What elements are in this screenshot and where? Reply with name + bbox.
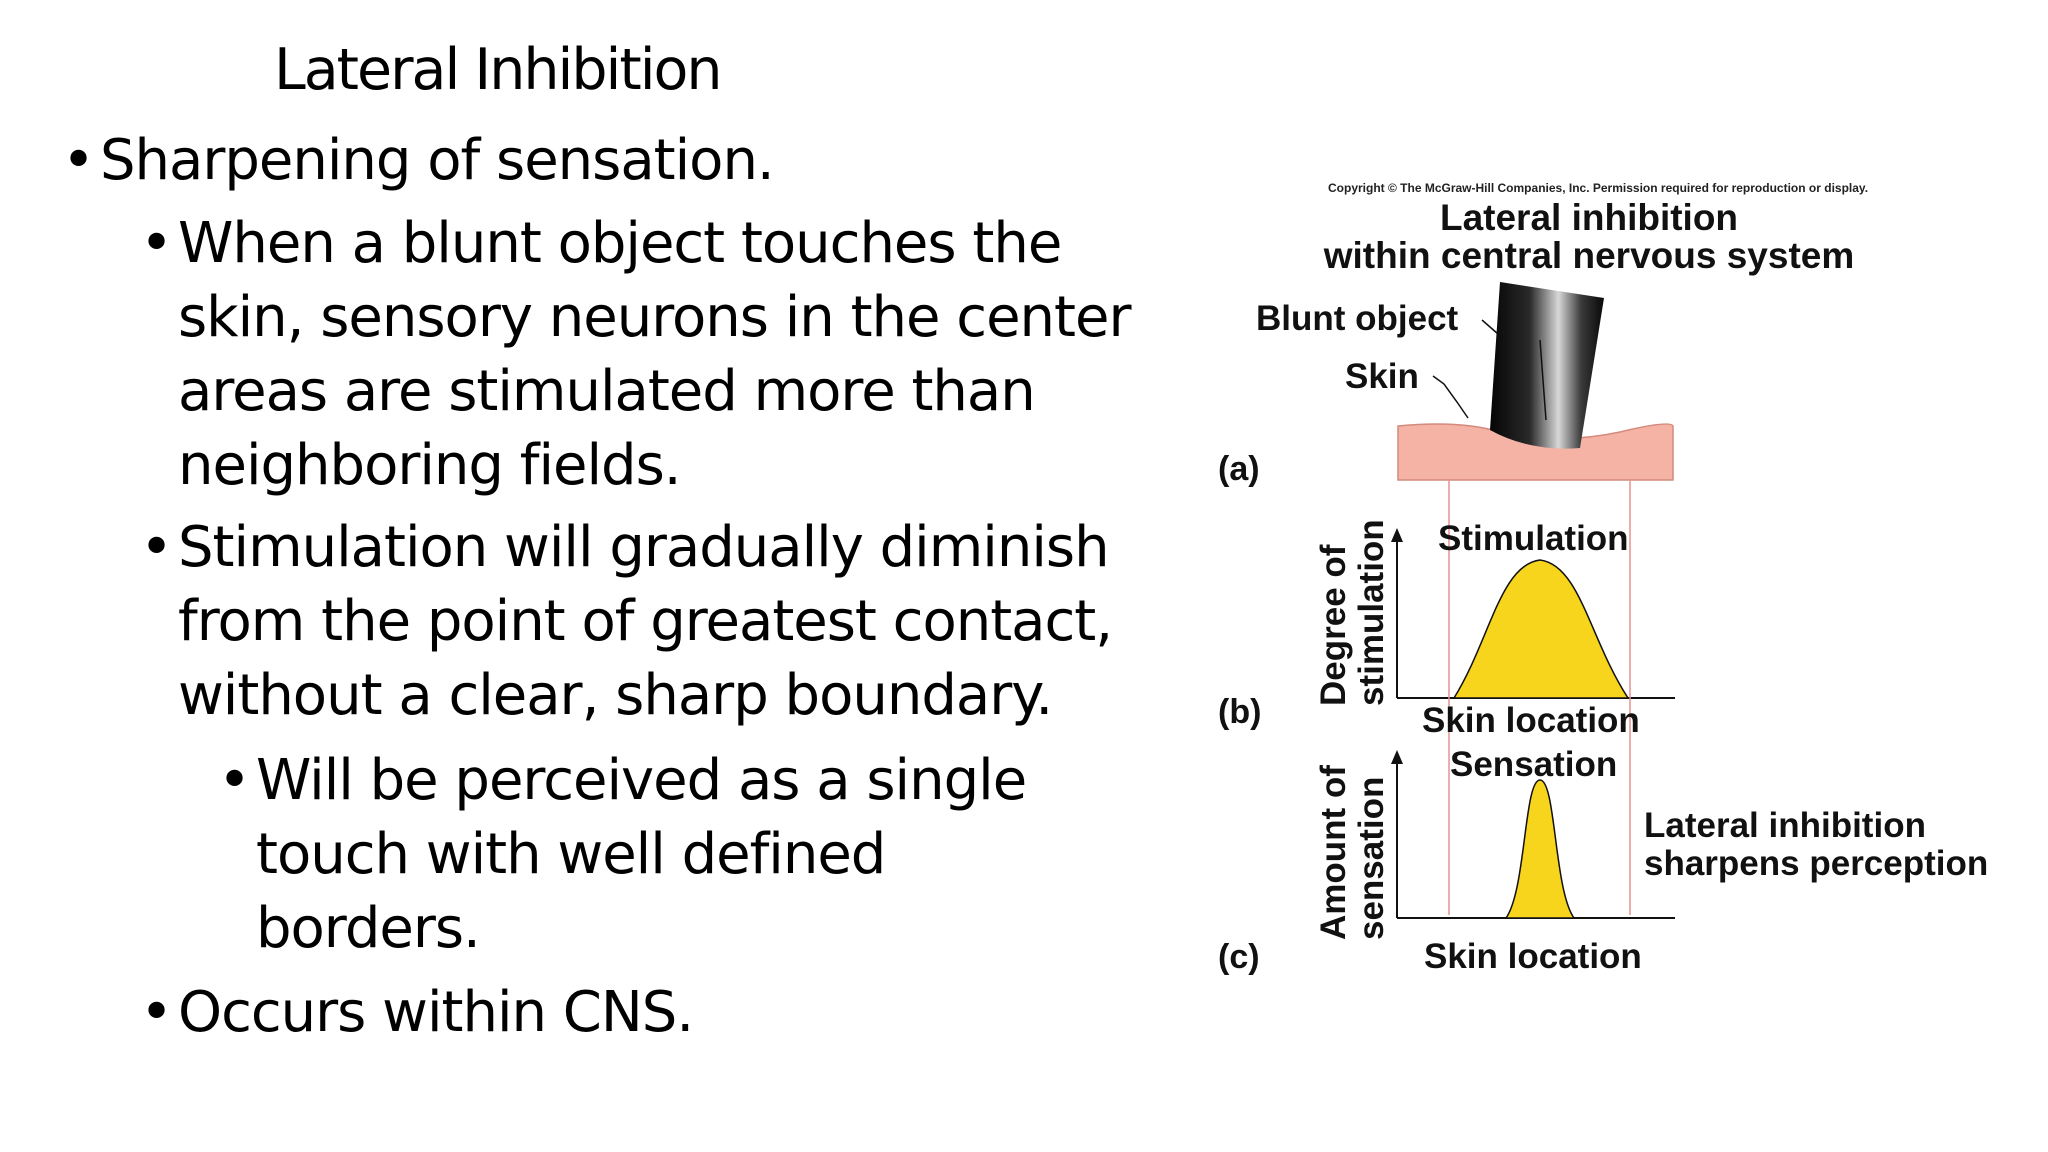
stimulation-curve — [1452, 559, 1630, 699]
panel-a-label: (a) — [1218, 450, 1260, 488]
c-ylabel-line2: sensation — [1352, 777, 1391, 940]
c-note-line1: Lateral inhibition — [1644, 806, 1926, 845]
bullet-4: • Will be perceived as a single touch wi… — [218, 744, 1027, 966]
bullet-dot: • — [218, 748, 251, 813]
c-note-line2: sharpens perception — [1644, 844, 1988, 883]
bullet-dot: • — [140, 515, 173, 580]
bullet-line: areas are stimulated more than — [178, 359, 1036, 424]
panel-c-label: (c) — [1218, 938, 1260, 976]
bullet-line: Will be perceived as a single — [256, 748, 1027, 813]
c-y-arrow — [1391, 750, 1403, 764]
bullet-line: without a clear, sharp boundary. — [178, 663, 1053, 728]
b-ylabel-line2: stimulation — [1352, 519, 1391, 706]
sensation-label: Sensation — [1450, 745, 1617, 784]
b-ylabel-line1: Degree of — [1314, 544, 1353, 706]
bullet-line: from the point of greatest contact, — [178, 589, 1113, 654]
bullet-line: When a blunt object touches the — [178, 211, 1062, 276]
lateral-inhibition-figure: Copyright © The McGraw-Hill Companies, I… — [1200, 170, 2048, 1010]
bullet-5: • Occurs within CNS. — [140, 976, 694, 1050]
bullet-dot: • — [140, 211, 173, 276]
bullet-line: Sharpening of sensation. — [100, 128, 775, 193]
object-arrow — [1539, 339, 1547, 421]
b-y-arrow — [1391, 528, 1403, 542]
bullet-3: • Stimulation will gradually diminish fr… — [140, 511, 1113, 733]
bullet-2: • When a blunt object touches the skin, … — [140, 207, 1131, 503]
c-xlabel: Skin location — [1424, 937, 1642, 976]
label-blunt-object: Blunt object — [1256, 299, 1459, 338]
figure-heading-line1: Lateral inhibition — [1440, 197, 1738, 238]
bullet-1: • Sharpening of sensation. — [62, 124, 775, 198]
skin-leader — [1432, 375, 1469, 419]
bullet-line: borders. — [256, 896, 481, 961]
copyright-text: Copyright © The McGraw-Hill Companies, I… — [1328, 181, 1868, 195]
bullet-line: Occurs within CNS. — [178, 980, 694, 1045]
figure-heading-line2: within central nervous system — [1323, 235, 1855, 276]
blunt-object — [1490, 282, 1604, 449]
bullet-line: Stimulation will gradually diminish — [178, 515, 1110, 580]
bullet-line: touch with well defined — [256, 822, 886, 887]
bullet-line: neighboring fields. — [178, 433, 682, 498]
slide-title: Lateral Inhibition — [274, 37, 723, 103]
label-skin: Skin — [1345, 357, 1419, 396]
bullet-dot: • — [140, 980, 173, 1045]
blunt-object-leader — [1481, 319, 1499, 335]
panel-b-label: (b) — [1218, 693, 1261, 731]
bullet-dot: • — [62, 128, 95, 193]
c-ylabel-line1: Amount of — [1314, 765, 1353, 940]
sensation-curve — [1504, 779, 1576, 919]
bullet-line: skin, sensory neurons in the center — [178, 285, 1131, 350]
stimulation-label: Stimulation — [1438, 519, 1629, 558]
figure-svg: Copyright © The McGraw-Hill Companies, I… — [1218, 181, 1988, 976]
b-xlabel: Skin location — [1422, 701, 1640, 740]
